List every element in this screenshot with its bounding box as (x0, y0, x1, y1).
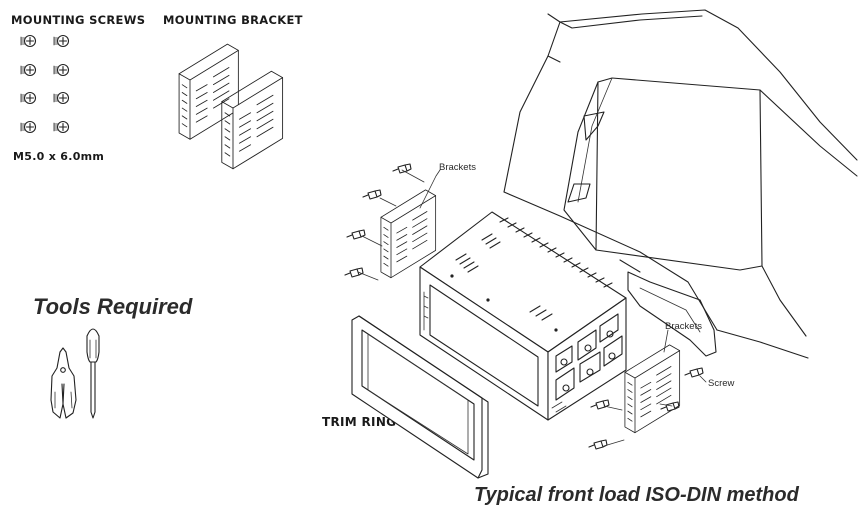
screw-label: Screw (708, 378, 735, 389)
brackets-right-label: Brackets (665, 321, 702, 332)
trim-ring-illustration (351, 315, 489, 479)
mounting-bracket-icon (178, 43, 284, 170)
left-bracket-assembly (344, 163, 441, 281)
screwdriver-icon (86, 328, 100, 419)
trim-ring-label: TRIM RING (322, 415, 397, 429)
right-bracket-assembly (588, 329, 707, 450)
caption-label: Typical front load ISO-DIN method (474, 484, 799, 506)
head-unit-illustration (419, 211, 627, 421)
mounting-screws-label: MOUNTING SCREWS (11, 13, 146, 27)
brackets-top-label: Brackets (439, 162, 476, 173)
tools-required-label: Tools Required (33, 294, 193, 319)
screw-icon (20, 34, 70, 134)
screw-size-label: M5.0 x 6.0mm (13, 150, 105, 163)
mounting-bracket-label: MOUNTING BRACKET (163, 13, 303, 27)
pliers-icon (50, 347, 77, 419)
dashboard-illustration (503, 9, 858, 359)
